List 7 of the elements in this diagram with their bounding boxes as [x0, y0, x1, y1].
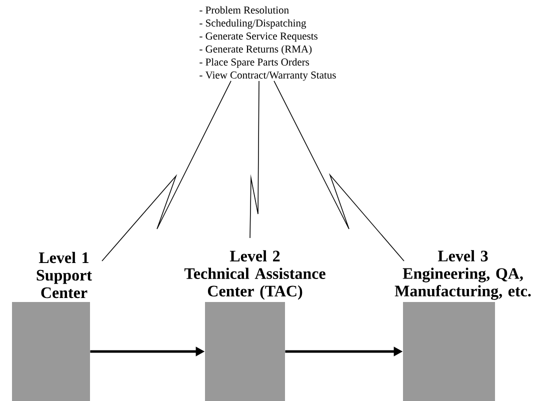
level-heading: Level 1 Support Center	[36, 252, 92, 298]
lightning-line	[102, 80, 232, 262]
lightning-line	[250, 80, 260, 238]
level-heading: Level 3 Engineering, QA, Manufacturing, etc.	[394, 250, 531, 300]
bullet-list: - Problem Resolution - Scheduling/Dispatching - Generate Service Requests - Generate Returns (RMA) - Place Spare Parts Orders - View Contract/Warranty Status	[200, 6, 336, 81]
level-heading: Level 2 Technical Assistance Center (TAC)	[184, 250, 326, 300]
lightning-line	[274, 80, 404, 262]
